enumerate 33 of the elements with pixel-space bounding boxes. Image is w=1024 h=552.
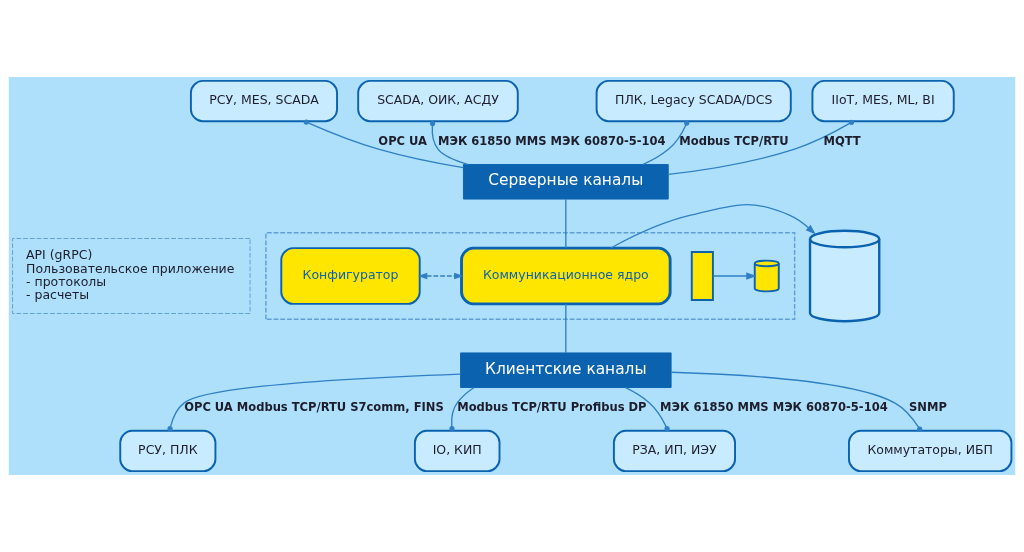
node-box: IO, КИП <box>413 429 501 473</box>
node-box <box>690 251 714 301</box>
edge-label: OPC UA Modbus TCP/RTU S7comm, FINS <box>184 400 444 415</box>
connector <box>565 198 567 249</box>
edge-label: МЭК 61850 MMS МЭК 60870-5-104 <box>437 133 666 148</box>
node-box: API (gRPC) Пользовательское приложение - протоколы - расчеты <box>12 238 251 314</box>
node-box: РСУ, ПЛК <box>119 429 217 473</box>
node-box: Серверные каналы <box>462 164 669 200</box>
arrow <box>712 272 757 280</box>
node-box: Клиентские каналы <box>460 352 672 388</box>
connector <box>565 303 567 354</box>
connector <box>667 119 855 176</box>
node-box: SCADA, ОИК, АСДУ <box>357 79 519 123</box>
connector <box>430 121 469 166</box>
edge-label: MQTT <box>823 133 861 148</box>
node-box: ПЛК, Legacy SCADA/DCS <box>595 79 792 123</box>
arrow <box>610 203 816 249</box>
node-box: Коммутаторы, ИБП <box>848 429 1013 473</box>
edge-label: SNMP <box>909 400 947 415</box>
node-box: РЗА, ИП, ИЭУ <box>612 429 736 473</box>
edge-label: МЭК 61850 MMS МЭК 60870-5-104 <box>660 400 888 415</box>
connector <box>670 371 923 432</box>
connector <box>167 373 462 432</box>
edge-label: Modbus TCP/RTU <box>679 133 789 148</box>
edge-label: Modbus TCP/RTU Profibus DP <box>457 400 647 415</box>
arrow <box>417 272 464 280</box>
connector <box>449 386 475 432</box>
edge-label: OPC UA <box>378 133 427 148</box>
connector <box>624 386 670 432</box>
node-box: Коммуникационное ядро <box>460 246 672 306</box>
connector <box>303 119 464 169</box>
connector <box>642 120 690 166</box>
node-box: Конфигуратор <box>280 247 421 305</box>
